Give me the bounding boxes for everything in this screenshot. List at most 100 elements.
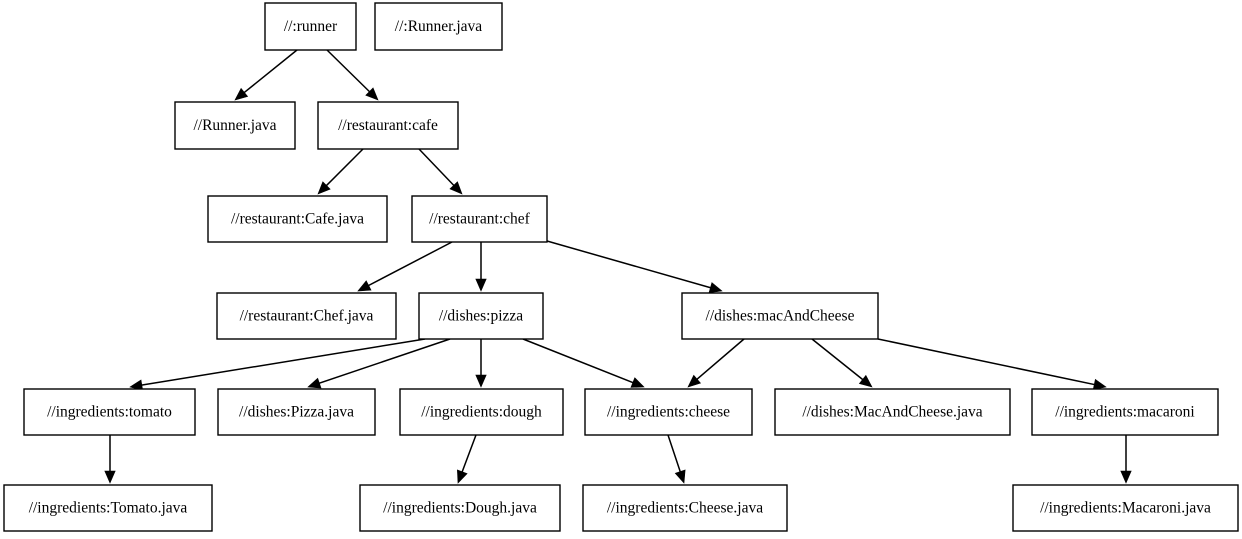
node-label: //dishes:Pizza.java: [239, 404, 354, 421]
node-label: //ingredients:tomato: [47, 404, 172, 421]
node-box[interactable]: [411, 195, 548, 243]
graph-node-dishes_macandcheese[interactable]: //dishes:macAndCheese: [681, 292, 879, 340]
graph-node-ing_dough_java[interactable]: //ingredients:Dough.java: [359, 484, 561, 532]
node-box[interactable]: [1031, 388, 1219, 436]
node-box[interactable]: [399, 388, 564, 436]
node-label: //ingredients:macaroni: [1055, 404, 1195, 421]
graph-node-ing_macaroni_java[interactable]: //ingredients:Macaroni.java: [1012, 484, 1239, 532]
graph-edge: [104, 435, 116, 484]
node-label: //:runner: [284, 18, 338, 35]
graph-node-runner[interactable]: //:runner: [264, 2, 357, 51]
node-label: //ingredients:Tomato.java: [29, 500, 188, 517]
graph-node-restaurant_cafe_java[interactable]: //restaurant:Cafe.java: [207, 195, 388, 243]
graph-edge: [475, 242, 487, 292]
node-label: //ingredients:dough: [421, 404, 542, 421]
edge-arrowhead-icon: [475, 374, 487, 388]
graph-edge: [522, 338, 645, 388]
node-label: //ingredients:cheese: [607, 404, 730, 421]
edge-arrowhead-icon: [457, 469, 468, 484]
graph-node-ing_cheese_java[interactable]: //ingredients:Cheese.java: [582, 484, 788, 532]
graph-node-ing_tomato[interactable]: //ingredients:tomato: [23, 388, 196, 436]
graph-edge: [877, 338, 1107, 391]
node-label: //dishes:macAndCheese: [706, 308, 855, 325]
node-label: //ingredients:Macaroni.java: [1040, 500, 1211, 517]
edge-arrowhead-icon: [1120, 470, 1132, 484]
edge-line: [418, 148, 456, 188]
node-box[interactable]: [207, 195, 388, 243]
edges-layer: [104, 49, 1132, 484]
node-box[interactable]: [374, 2, 503, 51]
edge-arrowhead-icon: [317, 181, 331, 195]
graph-node-dishes_pizza[interactable]: //dishes:pizza: [418, 292, 544, 340]
edge-line: [366, 241, 453, 288]
node-label: //restaurant:cafe: [338, 117, 438, 134]
graph-node-ing_cheese[interactable]: //ingredients:cheese: [584, 388, 753, 436]
node-label: //:Runner.java: [395, 18, 483, 35]
node-box[interactable]: [418, 292, 544, 340]
node-box[interactable]: [23, 388, 196, 436]
graph-node-restaurant_chef[interactable]: //restaurant:chef: [411, 195, 548, 243]
graph-node-ing_tomato_java[interactable]: //ingredients:Tomato.java: [3, 484, 213, 532]
node-box[interactable]: [584, 388, 753, 436]
graph-edge: [457, 434, 477, 484]
graph-node-restaurant_cafe[interactable]: //restaurant:cafe: [317, 101, 459, 150]
edge-arrowhead-icon: [858, 374, 873, 388]
edge-line: [242, 49, 298, 95]
node-box[interactable]: [582, 484, 788, 532]
node-box[interactable]: [174, 101, 296, 150]
edge-arrowhead-icon: [630, 377, 645, 388]
node-box[interactable]: [1012, 484, 1239, 532]
graph-node-dishes_pizza_java[interactable]: //dishes:Pizza.java: [217, 388, 376, 436]
node-label: //ingredients:Dough.java: [383, 500, 537, 517]
node-box[interactable]: [317, 101, 459, 150]
graph-edge: [317, 148, 364, 195]
graph-edge: [687, 338, 745, 388]
edge-arrowhead-icon: [708, 282, 723, 294]
node-label: //restaurant:Chef.java: [240, 308, 374, 325]
edge-arrowhead-icon: [674, 469, 686, 484]
edge-line: [667, 434, 682, 474]
edge-arrowhead-icon: [357, 280, 372, 292]
node-label: //ingredients:Cheese.java: [607, 500, 763, 517]
edge-arrowhead-icon: [449, 181, 463, 195]
edge-line: [695, 338, 745, 382]
node-box[interactable]: [216, 292, 397, 340]
edge-arrowhead-icon: [104, 470, 116, 484]
edge-line: [522, 338, 635, 385]
edge-line: [877, 338, 1097, 386]
node-box[interactable]: [217, 388, 376, 436]
graph-node-restaurant_chef_java[interactable]: //restaurant:Chef.java: [216, 292, 397, 340]
edge-line: [460, 434, 477, 474]
graph-edge: [307, 338, 451, 389]
graph-node-runner_java[interactable]: //Runner.java: [174, 101, 296, 150]
graph-edge: [326, 49, 379, 101]
graph-node-root_runner_java[interactable]: //:Runner.java: [374, 2, 503, 51]
edge-arrowhead-icon: [475, 278, 487, 292]
graph-node-ing_macaroni[interactable]: //ingredients:macaroni: [1031, 388, 1219, 436]
node-box[interactable]: [264, 2, 357, 51]
node-box[interactable]: [3, 484, 213, 532]
edge-arrowhead-icon: [365, 87, 379, 101]
node-label: //restaurant:Cafe.java: [231, 211, 364, 228]
edge-arrowhead-icon: [307, 377, 322, 389]
graph-node-dishes_mac_java[interactable]: //dishes:MacAndCheese.java: [774, 388, 1011, 436]
node-label: //restaurant:chef: [429, 211, 531, 228]
graph-edge: [1120, 435, 1132, 484]
graph-edge: [418, 148, 463, 195]
graph-node-ing_dough[interactable]: //ingredients:dough: [399, 388, 564, 436]
edge-line: [139, 338, 426, 387]
edge-line: [546, 240, 713, 289]
graph-edge: [129, 338, 426, 391]
node-label: //dishes:MacAndCheese.java: [802, 404, 982, 421]
edge-arrowhead-icon: [234, 87, 249, 101]
graph-edge: [475, 339, 487, 388]
graph-edge: [811, 338, 873, 388]
node-box[interactable]: [774, 388, 1011, 436]
node-box[interactable]: [681, 292, 879, 340]
edge-line: [317, 338, 451, 385]
edge-line: [811, 338, 865, 382]
edge-arrowhead-icon: [1092, 378, 1107, 391]
node-box[interactable]: [359, 484, 561, 532]
graph-edge: [357, 241, 453, 292]
